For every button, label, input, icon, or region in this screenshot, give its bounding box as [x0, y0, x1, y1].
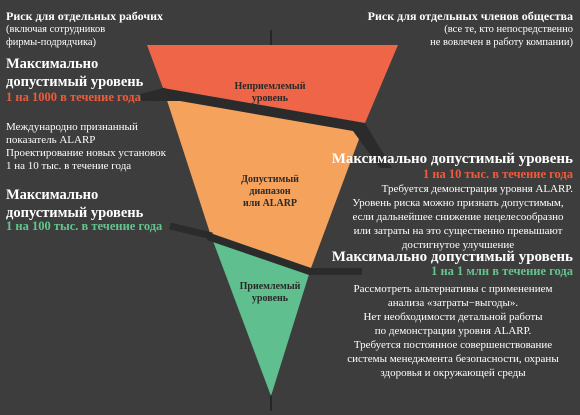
right-upper-line4: или затраты на это существенно превышают: [353, 225, 563, 237]
left-lower-title-line2: допустимый уровень: [6, 205, 144, 221]
left-middle-line1: Международно признанный: [6, 121, 138, 133]
separator-upper: [141, 88, 392, 168]
right-lower-line4: по демонстрации уровня ALARP.: [374, 325, 532, 337]
right-lower-line6: системы менеджмента безопасности, охраны: [347, 353, 559, 365]
zone-label-middle-line2: диапазон: [249, 186, 290, 197]
right-lower-title: Максимально допустимый уровень: [331, 249, 573, 265]
zone-label-bottom-line1: Приемлемый: [240, 281, 301, 292]
left-middle-line4: 1 на 10 тыс. в течение года: [6, 160, 132, 172]
right-upper-value: 1 на 10 тыс. в течение года: [422, 167, 573, 181]
leader-line-lower-left: [169, 222, 213, 240]
left-lower-value: 1 на 100 тыс. в течение года: [6, 219, 163, 233]
right-upper-title: Максимально допустимый уровень: [331, 151, 573, 167]
right-upper-line2: Уровень риска можно признать допустимым,: [352, 197, 564, 209]
left-header-subtitle-line1: (включая сотрудников: [6, 24, 106, 35]
right-lower-value: 1 на 1 млн в течение года: [431, 264, 573, 278]
right-upper-line5: достигнутое улучшение: [401, 239, 515, 251]
zone-label-middle-line1: Допустимый: [241, 174, 299, 185]
zone-label-bottom-line2: уровень: [252, 293, 289, 304]
right-lower-line7: здоровья и окружающей среды: [380, 367, 526, 379]
right-header-title: Риск для отдельных членов общества: [367, 9, 573, 23]
right-upper-line1: Требуется демонстрация уровня ALARP.: [381, 183, 573, 195]
right-lower-line1: Рассмотреть альтернативы с применением: [353, 283, 553, 295]
right-upper-line3: если дальнейшее снижение нецелесообразно: [352, 211, 564, 223]
zone-label-middle-line3: или ALARP: [243, 198, 297, 209]
left-header-subtitle-line2: фирмы-подрядчика): [6, 37, 97, 48]
leader-line-upper-left: [140, 87, 167, 101]
left-upper-title-line1: Максимально: [6, 56, 99, 72]
left-lower-title-line1: Максимально: [6, 187, 99, 203]
left-middle-line3: Проектирование новых установок: [6, 147, 166, 159]
zone-alarp: [163, 88, 365, 268]
zone-label-top-line1: Неприемлемый: [235, 81, 306, 92]
right-lower-line2: анализа «затраты−выгоды».: [387, 297, 519, 309]
right-lower-line5: Требуется постоянное совершенствование: [353, 339, 553, 351]
separator-lower: [207, 233, 362, 275]
right-header-subtitle-line1: (все те, кто непосредственно: [444, 24, 573, 35]
left-upper-value: 1 на 1000 в течение года: [6, 90, 141, 104]
zone-acceptable: [210, 233, 311, 396]
zone-unacceptable: [147, 45, 398, 123]
right-header-subtitle-line2: не вовлечен в работу компании): [430, 37, 573, 48]
left-upper-title-line2: допустимый уровень: [6, 74, 144, 90]
left-middle-line2: показатель ALARP: [6, 134, 96, 146]
zone-label-top-line2: уровень: [252, 93, 289, 104]
right-lower-line3: Нет необходимости детальной работы: [363, 311, 543, 323]
left-header-title: Риск для отдельных рабочих: [6, 9, 164, 23]
